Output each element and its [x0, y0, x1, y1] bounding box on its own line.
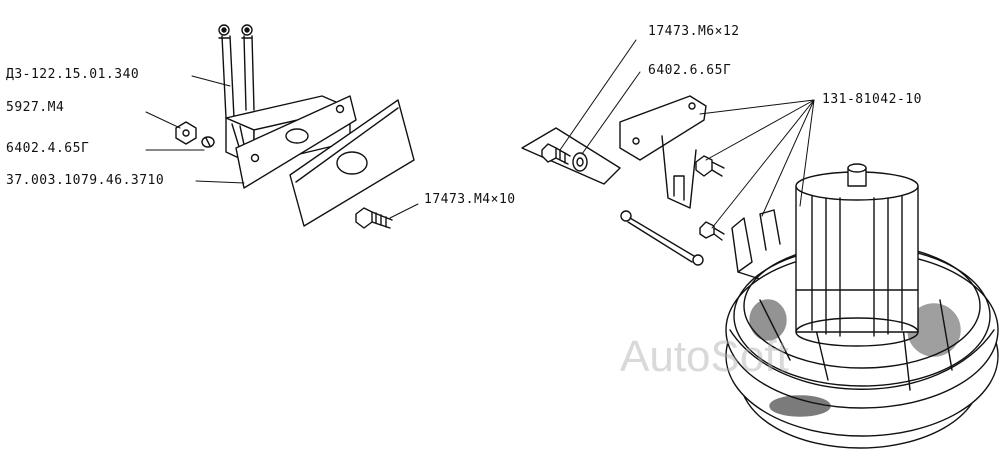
- m6-screw: [542, 144, 570, 164]
- pulley-drum: [726, 244, 998, 448]
- left-nut: [176, 122, 196, 144]
- label-bracket-left: 37.003.1079.46.3710: [6, 173, 165, 188]
- label-nut: 5927.М4: [6, 100, 65, 115]
- left-leader-lines: [146, 76, 418, 218]
- small-bolt: [700, 222, 724, 240]
- label-cable: Д3-122.15.01.340: [6, 67, 140, 82]
- watermark: AutoSoft: [620, 332, 789, 381]
- bracket-131: [620, 96, 706, 208]
- label-washer-right: 6402.6.65Г: [648, 63, 732, 78]
- right-leader-lines: [560, 40, 814, 228]
- label-screw-m6: 17473.М6×12: [648, 24, 740, 39]
- m6-washer: [573, 153, 587, 171]
- motor-cylinder: [796, 164, 918, 346]
- cable-terminals: [219, 25, 254, 118]
- tie-rod: [621, 211, 703, 265]
- label-bracket-right: 131-81042-10: [822, 92, 922, 107]
- left-seal-plate: [290, 100, 414, 226]
- right-bracket-plate: [522, 128, 620, 184]
- label-screw-m4: 17473.М4×10: [424, 192, 516, 207]
- m4-screw: [356, 208, 392, 228]
- left-bracket-plate: [236, 96, 356, 188]
- label-washer-left: 6402.4.65Г: [6, 141, 90, 156]
- left-spring-washer: [202, 137, 214, 147]
- bracket-bolt: [696, 156, 724, 176]
